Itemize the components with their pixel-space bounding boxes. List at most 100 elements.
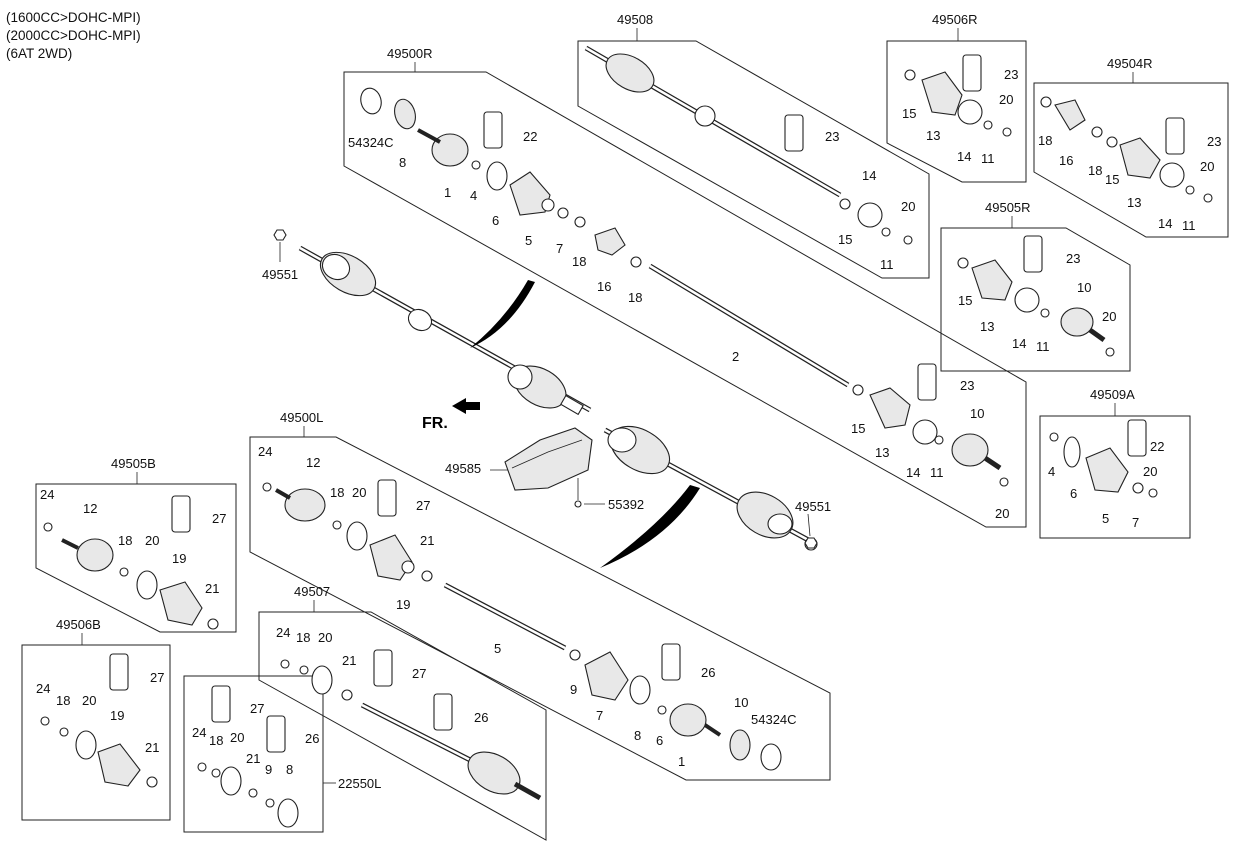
assembly-49504R-parts (1040, 96, 1213, 203)
b-20: 20 (145, 533, 159, 548)
c-27: 27 (150, 670, 164, 685)
part-49585: 49585 (445, 461, 481, 476)
label-49506R: 49506R (932, 12, 978, 27)
s9-22: 22 (1150, 439, 1164, 454)
r-10: 10 (970, 406, 984, 421)
assembly-22550L-parts (197, 685, 299, 828)
b-27: 27 (212, 511, 226, 526)
r-54324C: 54324C (348, 135, 394, 150)
box-49506B (21, 644, 171, 821)
s5-20: 20 (1102, 309, 1116, 324)
s5-14: 14 (1012, 336, 1026, 351)
label-49507: 49507 (294, 584, 330, 599)
l-12: 12 (306, 455, 320, 470)
b-21: 21 (205, 581, 219, 596)
t-14: 14 (862, 168, 876, 183)
e-20: 20 (230, 730, 244, 745)
s6-13: 13 (926, 128, 940, 143)
s4-11: 11 (1182, 218, 1196, 233)
l-24: 24 (258, 444, 272, 459)
l-20: 20 (352, 485, 366, 500)
l-19: 19 (396, 597, 410, 612)
label-49506B: 49506B (56, 617, 101, 632)
header-note-2: (2000CC>DOHC-MPI) (6, 28, 141, 43)
s4-16: 16 (1059, 153, 1073, 168)
r-4: 4 (470, 188, 477, 203)
label-49505B: 49505B (111, 456, 156, 471)
fr-arrow-icon (452, 398, 480, 414)
s4-18b: 18 (1088, 163, 1102, 178)
header-note-1: (1600CC>DOHC-MPI) (6, 10, 141, 25)
l-27: 27 (416, 498, 430, 513)
assembly-49506R-parts (904, 54, 1012, 137)
s5-13: 13 (980, 319, 994, 334)
c-18: 18 (56, 693, 70, 708)
label-49509A: 49509A (1090, 387, 1135, 402)
e-27: 27 (250, 701, 264, 716)
e-26: 26 (305, 731, 319, 746)
b-24: 24 (40, 487, 54, 502)
r-13: 13 (875, 445, 889, 460)
s4-18: 18 (1038, 133, 1052, 148)
d-20: 20 (318, 630, 332, 645)
part-55392: 55392 (608, 497, 644, 512)
assembly-49506B-parts (40, 653, 158, 788)
s6-14: 14 (957, 149, 971, 164)
c-21: 21 (145, 740, 159, 755)
s5-10: 10 (1077, 280, 1091, 295)
s9-5: 5 (1102, 511, 1109, 526)
s4-20: 20 (1200, 159, 1214, 174)
r-8: 8 (399, 155, 406, 170)
box-49504R (1033, 82, 1229, 238)
s9-6: 6 (1070, 486, 1077, 501)
l-5: 5 (494, 641, 501, 656)
s4-14: 14 (1158, 216, 1172, 231)
swoosh-upper (470, 280, 535, 348)
r-7: 7 (556, 241, 563, 256)
s9-20: 20 (1143, 464, 1157, 479)
box-49505B (35, 483, 237, 633)
grease-tube-22 (483, 111, 503, 149)
r-6: 6 (492, 213, 499, 228)
l-10: 10 (734, 695, 748, 710)
grease-tube-23b (784, 114, 804, 152)
l-1: 1 (678, 754, 685, 769)
main-shaft-lower (603, 425, 818, 551)
r-15: 15 (851, 421, 865, 436)
box-49508 (577, 40, 930, 279)
part-49551-lower: 49551 (795, 499, 831, 514)
label-22550L: 22550L (338, 776, 381, 791)
r-16: 16 (597, 279, 611, 294)
e-8: 8 (286, 762, 293, 777)
s5-15: 15 (958, 293, 972, 308)
box-49505R (940, 227, 1131, 372)
swoosh-lower (600, 485, 700, 568)
fr-label: FR. (422, 415, 448, 432)
s9-7: 7 (1132, 515, 1139, 530)
s4-13: 13 (1127, 195, 1141, 210)
s5-11: 11 (1036, 339, 1050, 354)
e-21: 21 (246, 751, 260, 766)
c-24: 24 (36, 681, 50, 696)
s6-20: 20 (999, 92, 1013, 107)
part-49551-upper: 49551 (262, 267, 298, 282)
l-21: 21 (420, 533, 434, 548)
r-2: 2 (732, 349, 739, 364)
r-20: 20 (995, 506, 1009, 521)
assembly-49500R-parts (360, 87, 1009, 487)
c-20: 20 (82, 693, 96, 708)
box-49507 (258, 611, 547, 841)
label-49508: 49508 (617, 12, 653, 27)
s4-23: 23 (1207, 134, 1221, 149)
s6-23: 23 (1004, 67, 1018, 82)
r-14: 14 (906, 465, 920, 480)
r-22: 22 (523, 129, 537, 144)
b-18: 18 (118, 533, 132, 548)
e-9: 9 (265, 762, 272, 777)
r-5: 5 (525, 233, 532, 248)
s5-23: 23 (1066, 251, 1080, 266)
r-23: 23 (960, 378, 974, 393)
assembly-49507-parts (280, 649, 542, 801)
l-26: 26 (701, 665, 715, 680)
